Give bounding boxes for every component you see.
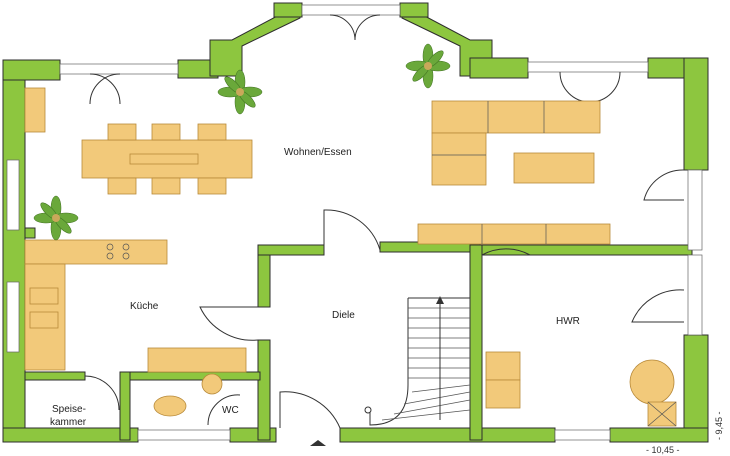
wall-bottom-mid2: [339, 427, 556, 443]
staircase: [364, 296, 471, 426]
plant-icon: [33, 195, 79, 241]
plant-icon: [405, 43, 451, 89]
windows: [6, 4, 703, 441]
dining-chair: [197, 177, 227, 195]
dining-chair: [107, 177, 137, 195]
label-hwr: HWR: [556, 316, 580, 327]
label-wohnen-essen: Wohnen/Essen: [284, 147, 352, 158]
wc-counter: [147, 347, 247, 373]
doors: [84, 14, 685, 446]
window-top-left: [59, 63, 179, 75]
dining-chair: [151, 123, 181, 141]
stair-outline: [369, 297, 471, 426]
label-speisekammer-2: kammer: [50, 417, 87, 428]
room-labels: Wohnen/Essen Küche Diele HWR Speise- kam…: [50, 147, 580, 428]
wall-diele-leftlow: [257, 339, 271, 441]
dimensions: - 10,45 - - 9,45 -: [646, 411, 724, 455]
door-bay-swing: [329, 14, 381, 41]
door-hwr-right-swing: [631, 289, 685, 323]
window-right-2: [687, 254, 703, 336]
door-top-right-swing: [559, 71, 621, 103]
label-speisekammer-1: Speise-: [52, 404, 86, 415]
door-kitchen-swing: [199, 306, 259, 341]
stair-treads: [381, 307, 471, 421]
wall-bay-top-r: [399, 2, 429, 18]
wall-hwr-left: [469, 244, 483, 441]
washer: [485, 351, 521, 381]
boiler: [629, 359, 675, 405]
plants: [33, 43, 451, 241]
door-speise-swing: [84, 375, 120, 411]
wall-left: [2, 59, 26, 439]
window-bottom: [137, 429, 231, 441]
kitchen-counter-top: [24, 239, 168, 265]
wall-top-right: [469, 57, 529, 79]
dining-chair: [107, 123, 137, 141]
wall-right: [683, 57, 709, 171]
label-wc: WC: [222, 405, 239, 416]
stair-arrow-icon: [436, 296, 444, 304]
furniture: [24, 87, 677, 427]
wall-diele-top: [257, 244, 325, 256]
wall-bay-left: [209, 3, 301, 77]
coffee-table: [513, 152, 595, 184]
stair-start-dot: [364, 406, 372, 414]
plant-icon: [217, 69, 263, 115]
wall-top-left: [2, 59, 61, 81]
window-bay: [301, 4, 401, 16]
wall-right-low: [683, 334, 709, 442]
wall-hwr-top: [481, 244, 693, 256]
wall-wc-top: [119, 371, 261, 381]
door-entrance-swing: [279, 391, 341, 429]
dining-chair: [197, 123, 227, 141]
wall-bottom-right: [609, 427, 709, 443]
door-right-swing: [643, 169, 685, 201]
door-top-left-swing: [89, 73, 121, 105]
sideboard: [24, 87, 46, 133]
sofa-seat: [431, 132, 487, 186]
wc-sink: [201, 373, 223, 395]
wall-bay-top: [273, 2, 303, 18]
window-right: [687, 169, 703, 251]
door-hwr-swing: [481, 248, 531, 290]
entrance-arrow-icon: [310, 440, 326, 446]
dining-chair: [151, 177, 181, 195]
wall-kitchen-top: [24, 227, 36, 239]
kitchen-sink-2: [29, 311, 59, 329]
wc-toilet: [153, 395, 187, 417]
wall-bottom-left: [2, 427, 139, 443]
window-left-2: [6, 281, 20, 353]
wall-speise-top: [24, 371, 86, 381]
door-wc-swing: [207, 394, 241, 426]
dryer: [485, 379, 521, 409]
dimension-depth: - 9,45 -: [714, 411, 724, 440]
dimension-width: - 10,45 -: [646, 445, 680, 455]
window-bottom-2: [554, 429, 611, 441]
dining-table-runner: [129, 153, 199, 165]
interior-walls: [24, 227, 693, 441]
wall-speise-div: [119, 371, 131, 441]
kitchen-sink: [29, 287, 59, 305]
window-top-right: [527, 61, 649, 73]
cooktop: [106, 243, 130, 260]
door-diele-swing: [323, 209, 381, 251]
label-kueche: Küche: [130, 301, 159, 312]
tv-board: [417, 223, 611, 245]
label-diele: Diele: [332, 310, 355, 321]
window-left-1: [6, 159, 20, 231]
sofa-back: [431, 100, 601, 134]
